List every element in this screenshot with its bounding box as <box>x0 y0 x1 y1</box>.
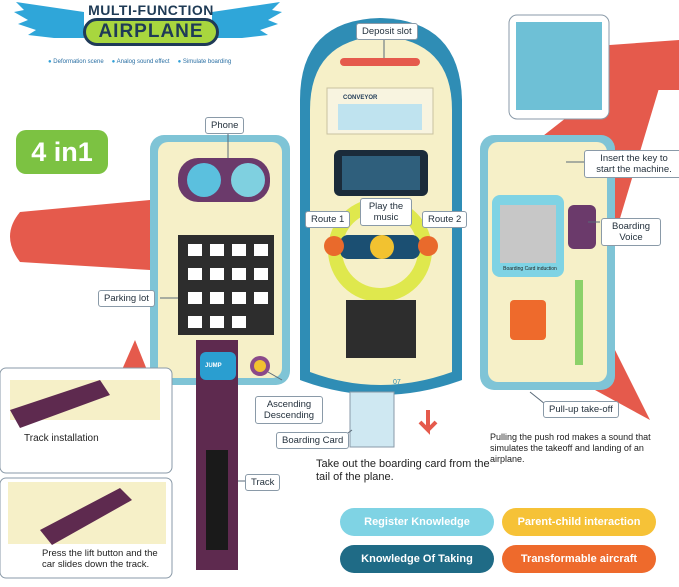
label-deposit-slot: Deposit slot <box>356 23 418 40</box>
label-conveyor: CONVEYOR <box>343 95 378 101</box>
label-parking-lot: Parking lot <box>98 290 155 307</box>
label-track: Track <box>245 474 281 491</box>
title-top: MULTI-FUNCTION <box>88 2 214 18</box>
feature-item: Analog sound effect <box>112 59 170 65</box>
label-card-induction: Boarding Card induction <box>503 266 557 272</box>
label-route-1: Route 1 <box>305 211 351 228</box>
label-insert-key: Insert the key to start the machine. <box>584 150 679 178</box>
caption-take-out: Take out the boarding card from the tail… <box>316 458 490 483</box>
label-ascending: Ascending Descending <box>255 396 323 424</box>
label-play-music: Play the music <box>360 198 412 226</box>
label-boarding-voice: Boarding Voice <box>601 218 661 246</box>
register-knowledge-button[interactable]: Register Knowledge <box>340 508 494 536</box>
caption-lift: Press the lift button and the car slides… <box>42 548 158 570</box>
feature-item: Deformation scene <box>48 59 103 65</box>
caption-push-rod: Pulling the push rod makes a sound that … <box>490 432 651 464</box>
feature-list: Deformation scene Analog sound effect Si… <box>48 59 308 65</box>
label-boarding-card: Boarding Card <box>276 432 350 449</box>
parent-child-interaction-button[interactable]: Parent-child interaction <box>502 508 656 536</box>
left-wing <box>10 200 150 270</box>
label-number: 07 <box>393 379 401 386</box>
title-main: AIRPLANE <box>83 18 219 46</box>
label-pull-up: Pull-up take-off <box>543 401 619 418</box>
four-in-one-badge: 4 in1 <box>16 130 108 174</box>
label-jump: JUMP <box>205 363 222 369</box>
transformable-aircraft-button[interactable]: Transformable aircraft <box>502 545 656 573</box>
label-track-installation: Track installation <box>24 433 99 444</box>
label-phone: Phone <box>205 117 245 134</box>
feature-item: Simulate boarding <box>178 59 231 65</box>
label-route-2: Route 2 <box>422 211 468 228</box>
wings-logo-icon <box>14 2 282 38</box>
knowledge-of-taking-button[interactable]: Knowledge Of Taking <box>340 545 494 573</box>
